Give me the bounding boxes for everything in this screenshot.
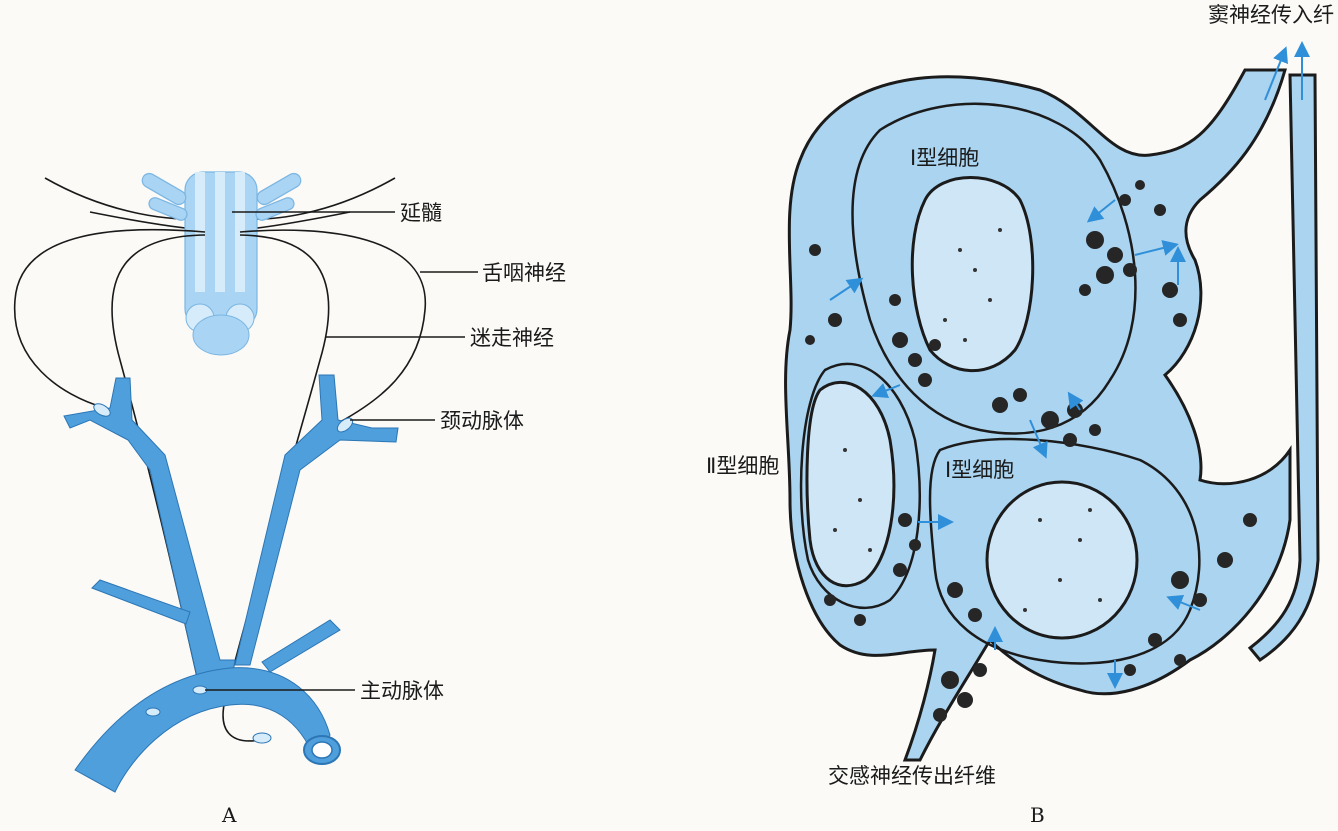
- medulla-shape: [140, 171, 304, 355]
- label-carotid-body: 颈动脉体: [440, 409, 524, 433]
- panel-a-letter: A: [221, 803, 237, 827]
- label-sinus-nerve: 窦神经传入纤: [1208, 3, 1334, 27]
- label-vagus: 迷走神经: [470, 326, 554, 350]
- panel-b-letter: B: [1030, 803, 1045, 827]
- label-type1-bottom: Ⅰ型细胞: [945, 458, 1014, 482]
- label-medulla: 延髓: [400, 201, 442, 225]
- panel-a: 延髓 舌咽神经 迷走神经 颈动脉体 主动脉体 A: [15, 171, 566, 827]
- arteries: [64, 375, 398, 792]
- label-type1-top: Ⅰ型细胞: [910, 146, 979, 170]
- label-aortic-body: 主动脉体: [360, 679, 444, 703]
- label-glossopharyngeal: 舌咽神经: [482, 261, 566, 285]
- label-sympathetic: 交感神经传出纤维: [828, 764, 996, 788]
- label-type2: Ⅱ型细胞: [706, 454, 779, 478]
- panel-b: Ⅰ型细胞 Ⅰ型细胞 Ⅱ型细胞 窦神经传入纤 交感神经传出纤维 B: [706, 3, 1334, 827]
